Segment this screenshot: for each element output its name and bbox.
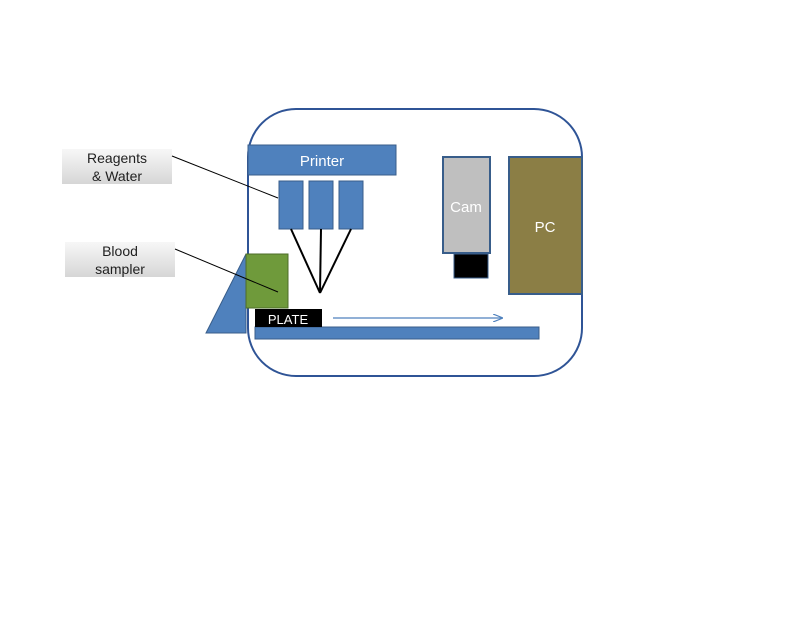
pc-box bbox=[508, 156, 583, 295]
blood-label-line1: Blood bbox=[102, 243, 138, 259]
sampler-ramp bbox=[205, 253, 247, 334]
blood-label-line2: sampler bbox=[95, 261, 145, 277]
dispense-line-2 bbox=[319, 228, 322, 294]
dispense-line-1 bbox=[290, 228, 321, 294]
reagents-label-line1: Reagents bbox=[87, 150, 147, 166]
plate bbox=[255, 309, 322, 327]
reagents-callout-leader bbox=[171, 155, 279, 199]
blood-callout-box bbox=[65, 242, 175, 277]
conveyor-track bbox=[254, 326, 540, 340]
print-head-2 bbox=[308, 180, 334, 230]
print-head-1 bbox=[278, 180, 304, 230]
print-head-3 bbox=[338, 180, 364, 230]
dispense-line-3 bbox=[319, 228, 352, 294]
pc-label: PC bbox=[535, 219, 556, 236]
camera-body bbox=[442, 156, 491, 254]
camera-label: Cam bbox=[450, 199, 482, 216]
printer-bar bbox=[247, 144, 397, 176]
printer-label: Printer bbox=[300, 153, 344, 170]
reagents-callout-box bbox=[62, 149, 172, 184]
reagents-label-line2: & Water bbox=[92, 168, 142, 184]
camera-lens bbox=[453, 253, 489, 279]
blood-callout-leader bbox=[174, 248, 279, 293]
plate-label: PLATE bbox=[268, 312, 309, 327]
blood-sampler-block bbox=[245, 253, 289, 309]
